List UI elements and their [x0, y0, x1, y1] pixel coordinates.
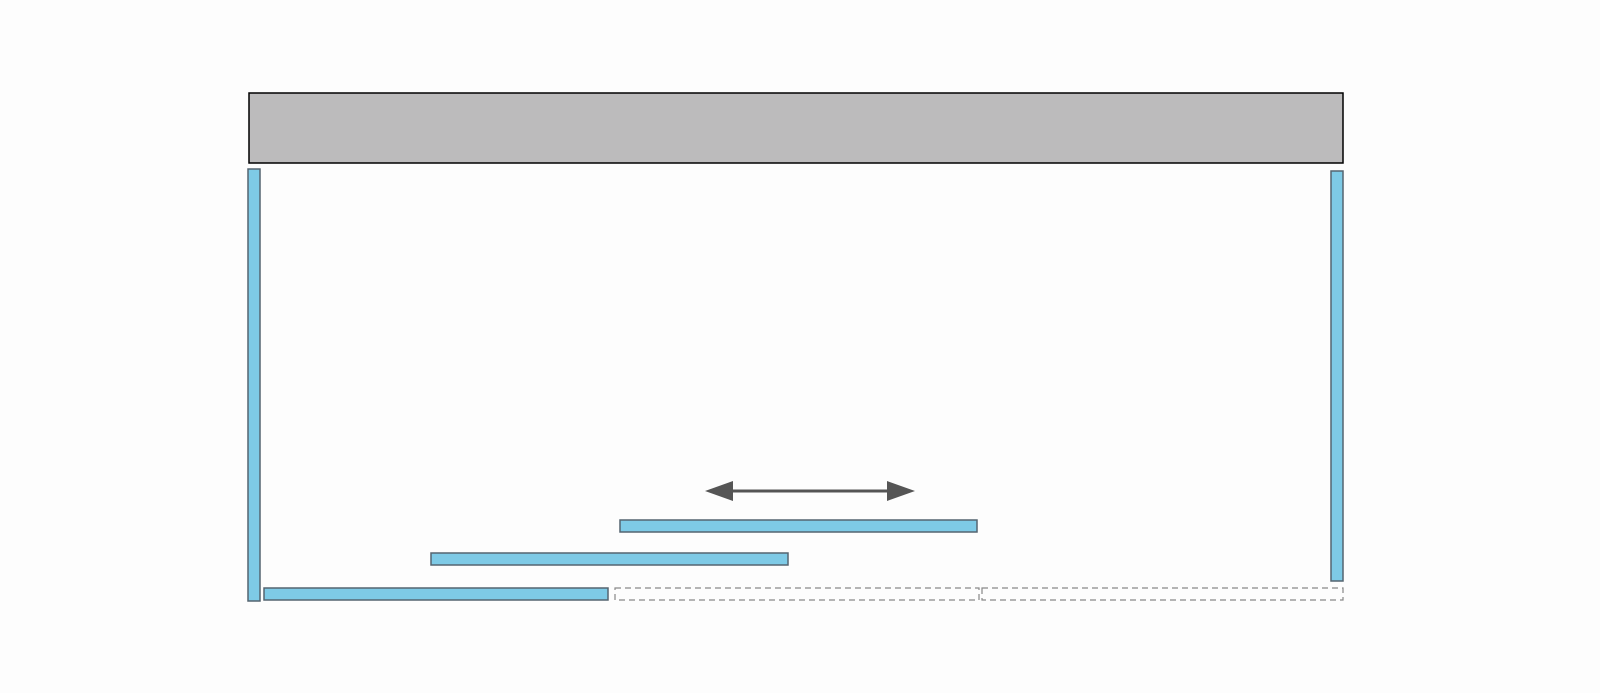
arrow-head-left [705, 481, 733, 501]
arrow-head-right [887, 481, 915, 501]
sliding-panel-3 [619, 519, 978, 533]
left-side-panel [247, 168, 261, 602]
sliding-direction-arrow-icon [705, 481, 915, 501]
panel-slot-2-outline [614, 587, 980, 601]
right-side-panel [1330, 170, 1344, 582]
panel-slot-3-outline [981, 587, 1344, 601]
sliding-panel-1 [263, 587, 609, 601]
sliding-panel-2 [430, 552, 789, 566]
top-rail [248, 92, 1344, 164]
